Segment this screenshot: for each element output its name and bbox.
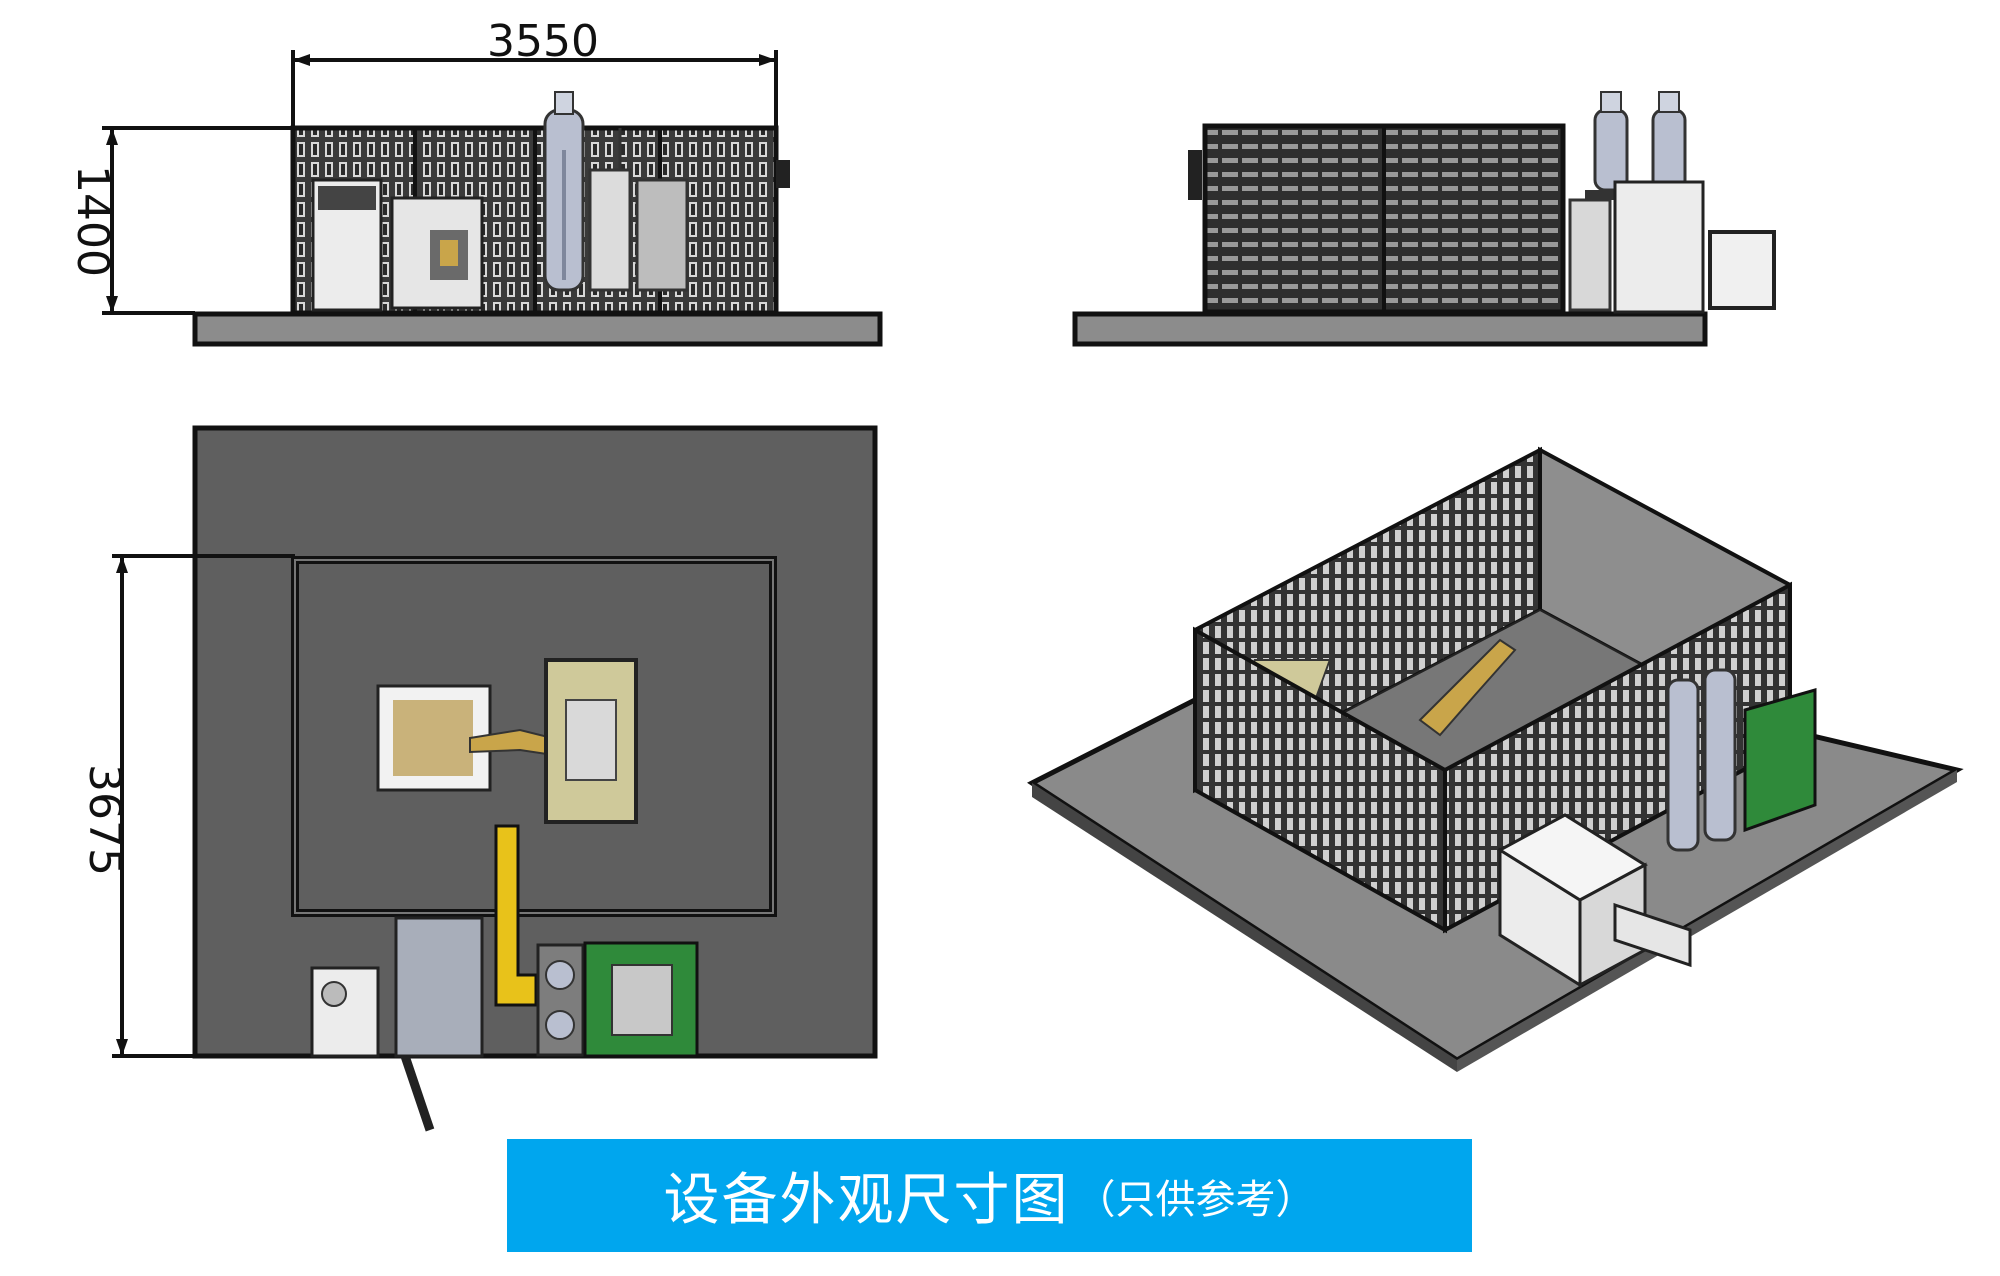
width-dimension	[291, 50, 778, 128]
side-door-box	[1708, 230, 1776, 310]
side-base-plate	[1072, 311, 1708, 347]
top-small-cabinet	[310, 966, 380, 1058]
side-gas-tank-left	[1593, 108, 1629, 192]
height-dimension-label: 1400	[67, 165, 118, 277]
top-view	[192, 425, 878, 1132]
top-main-cabinet	[394, 916, 484, 1058]
iso-gas-tank-right	[1703, 668, 1737, 842]
depth-dimension	[112, 554, 295, 1058]
width-dimension-label: 3550	[487, 16, 599, 67]
caption-main: 设备外观尺寸图	[663, 1168, 1070, 1233]
height-dimension	[102, 126, 293, 315]
caption-banner: 设备外观尺寸图 （只供参考）	[507, 1139, 1472, 1252]
front-view	[192, 91, 883, 347]
iso-open-door	[1613, 902, 1692, 968]
side-gas-tank-right	[1651, 108, 1687, 192]
iso-green-panel	[1743, 688, 1817, 833]
top-cable	[400, 1054, 435, 1132]
side-view	[1072, 91, 1776, 347]
side-electric-cabinet	[1613, 180, 1705, 314]
depth-dimension-label: 3675	[79, 764, 130, 876]
iso-robot-arm	[1418, 638, 1517, 737]
top-yellow-duct	[494, 824, 538, 1007]
front-base-plate	[192, 311, 883, 347]
caption-note: （只供参考）	[1075, 1176, 1316, 1223]
iso-gas-tank-left	[1666, 678, 1700, 852]
isometric-view	[1027, 446, 1964, 1072]
